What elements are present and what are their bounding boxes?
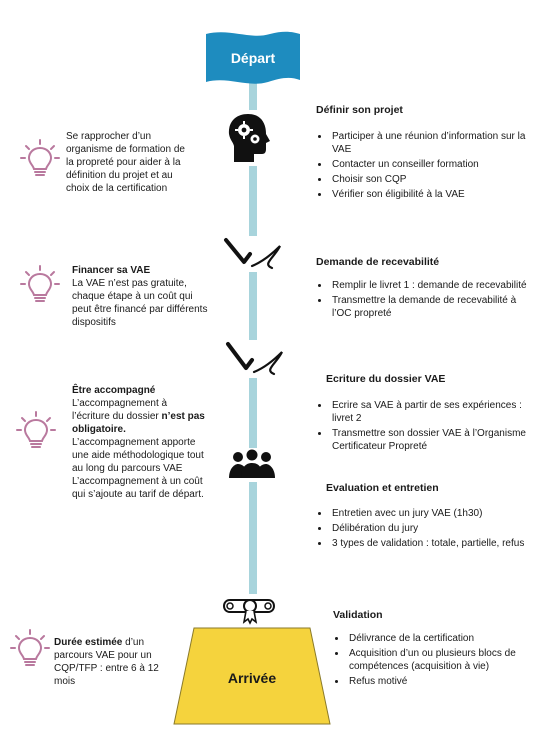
tip-title: Durée estimée: [54, 637, 123, 648]
lightbulb-icon: [20, 139, 60, 176]
end-label: Arrivée: [227, 670, 277, 686]
tip-text-emphasis: n’est pas obligatoire.: [72, 411, 205, 435]
tip-text: L’accompagnement à l’écriture du dossier: [72, 398, 168, 422]
list-item: Entretien avec un jury VAE (1h30): [330, 507, 526, 520]
step-list: Remplir le livret 1 : demande de recevab…: [316, 279, 530, 322]
step-title: Ecriture du dossier VAE: [326, 373, 446, 385]
list-item: Refus motivé: [347, 675, 537, 688]
list-item: Contacter un conseiller formation: [330, 158, 537, 171]
list-item: Acquisition d’un ou plusieurs blocs de c…: [347, 647, 537, 673]
tip-text: La VAE n’est pas gratuite, chaque étape …: [72, 278, 208, 328]
step-title: Evaluation et entretien: [326, 482, 439, 494]
step-list: Entretien avec un jury VAE (1h30) Délibé…: [316, 507, 526, 552]
list-item: 3 types de validation : totale, partiell…: [330, 537, 526, 550]
tip-title: Être accompagné: [72, 385, 156, 396]
head-gears-icon: [224, 110, 274, 166]
signature-icon: [222, 236, 286, 272]
tip-block: Être accompagné L’accompagnement à l’écr…: [72, 384, 207, 501]
step-list: Ecrire sa VAE à partir de ses expérience…: [316, 399, 537, 455]
start-flag-icon: [206, 31, 300, 84]
signature-icon: [224, 340, 288, 378]
step-title: Demande de recevabilité: [316, 256, 440, 268]
diploma-icon: [222, 594, 278, 626]
list-item: Ecrire sa VAE à partir de ses expérience…: [330, 399, 537, 425]
tip-text: d’un parcours VAE pour un CQP/TFP : entr…: [54, 637, 159, 687]
lightbulb-icon: [16, 411, 56, 448]
step-title: Validation: [333, 609, 383, 621]
tip-block: Financer sa VAE La VAE n’est pas gratuit…: [72, 264, 212, 329]
list-item: Transmettre son dossier VAE à l’Organism…: [330, 427, 537, 453]
tip-title: Financer sa VAE: [72, 265, 151, 276]
step-list: Participer à une réunion d’information s…: [316, 130, 537, 203]
step-list: Délivrance de la certification Acquisiti…: [333, 632, 537, 690]
list-item: Choisir son CQP: [330, 173, 537, 186]
start-label: Départ: [230, 50, 276, 66]
tip-text: Se rapprocher d’un organisme de formatio…: [66, 131, 185, 194]
list-item: Transmettre la demande de recevabilité à…: [330, 294, 530, 320]
list-item: Remplir le livret 1 : demande de recevab…: [330, 279, 530, 292]
group-people-icon: [227, 448, 277, 482]
tip-block: Durée estimée d’un parcours VAE pour un …: [54, 636, 174, 688]
tip-text: L’accompagnement apporte une aide méthod…: [72, 437, 204, 500]
lightbulb-icon: [20, 265, 60, 302]
arrival-shape: [173, 627, 331, 725]
list-item: Délivrance de la certification: [347, 632, 537, 645]
lightbulb-icon: [10, 629, 50, 666]
list-item: Vérifier son éligibilité à la VAE: [330, 188, 537, 201]
list-item: Participer à une réunion d’information s…: [330, 130, 537, 156]
step-title: Définir son projet: [316, 104, 403, 116]
list-item: Délibération du jury: [330, 522, 526, 535]
